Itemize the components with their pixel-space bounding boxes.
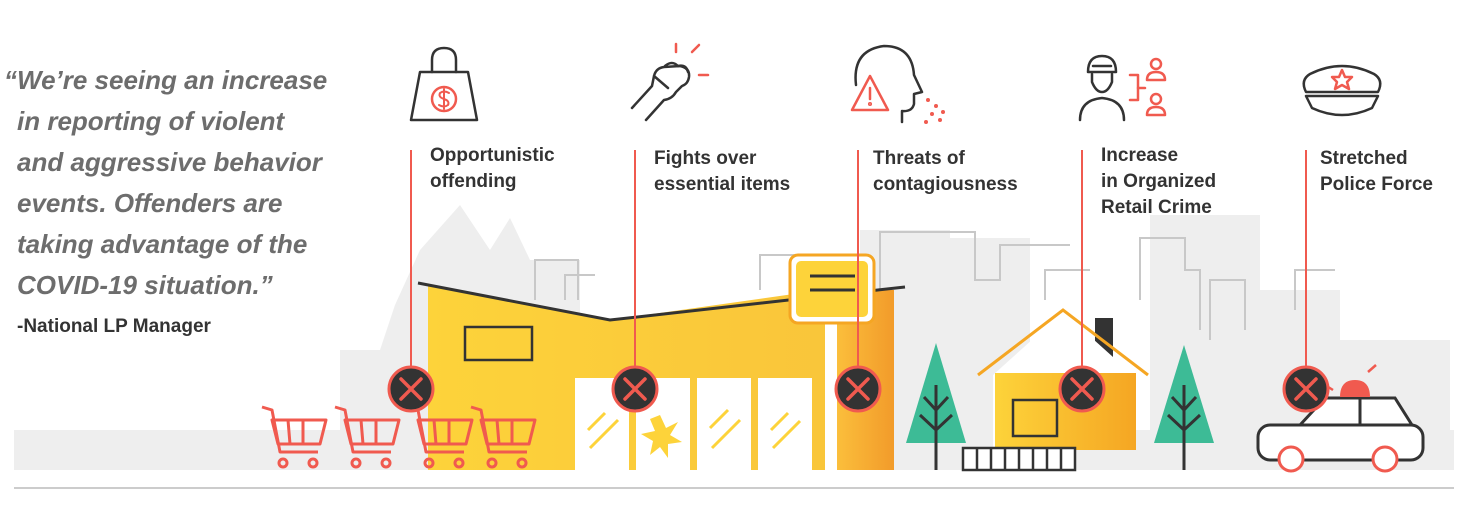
factor-label-line: offending (430, 171, 517, 192)
quote-line: events. Offenders are (17, 188, 283, 218)
quote-line: “We’re seeing an increase (4, 65, 328, 95)
factor-label-line: Opportunistic (430, 145, 555, 166)
x-marker-4 (1058, 365, 1106, 413)
organized-crime-icon (1078, 54, 1167, 122)
factor-label-line: in Organized (1101, 171, 1217, 192)
factor-label-organized-crime: Increase in Organized Retail Crime (1101, 143, 1216, 221)
factor-label-fights: Fights over essential items (654, 146, 790, 198)
factor-label-line: Increase (1101, 145, 1179, 166)
quote-text: “We’re seeing an increase in reporting o… (4, 60, 364, 306)
head-warning-icon (850, 44, 945, 124)
factor-label-line: Retail Crime (1101, 197, 1212, 218)
connector-lines (410, 150, 1307, 368)
factor-label-line: Fights over (654, 148, 757, 169)
factor-label-line: Threats of (873, 148, 965, 169)
cart-1 (261, 405, 328, 469)
factor-label-line: Stretched (1320, 148, 1408, 169)
fist-icon (630, 42, 710, 122)
x-marker-5 (1282, 365, 1330, 413)
quote-line: taking advantage of the (17, 229, 308, 259)
x-marker-1 (387, 365, 435, 413)
house (961, 308, 1149, 472)
factor-label-contagiousness: Threats of contagiousness (873, 146, 1018, 198)
cart-4 (470, 405, 537, 469)
tree-left (906, 343, 966, 470)
police-hat-icon (1302, 64, 1382, 117)
cart-2 (334, 405, 401, 469)
factor-label-police: Stretched Police Force (1320, 146, 1433, 198)
factor-label-line: Police Force (1320, 174, 1433, 195)
factor-label-line: essential items (654, 174, 791, 195)
x-marker-3 (834, 365, 882, 413)
skyline-outline (534, 231, 1335, 340)
factor-label-opportunistic: Opportunistic offending (430, 143, 555, 195)
tree-right (1154, 345, 1214, 470)
quote-attribution: -National LP Manager (17, 316, 211, 337)
quote-line: in reporting of violent (17, 106, 285, 136)
shopping-bag-dollar-icon (409, 46, 479, 122)
quote-line: COVID-19 situation.” (17, 270, 273, 300)
store-sign (788, 253, 876, 325)
factor-label-line: contagiousness (873, 174, 1018, 195)
store-windows (575, 378, 812, 470)
quote-line: and aggressive behavior (17, 147, 322, 177)
x-marker-2 (611, 365, 659, 413)
